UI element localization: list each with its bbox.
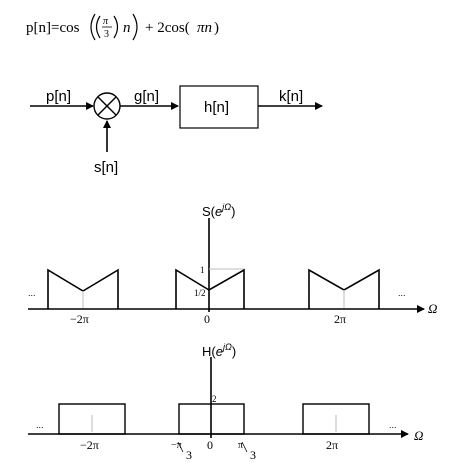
s-tick-minus-2pi: −2π bbox=[70, 312, 89, 326]
h-axis-label: H(ejΩ) bbox=[202, 342, 236, 359]
equation-lhs: p[n]=cos bbox=[26, 20, 80, 36]
h-level-label: 2 bbox=[212, 394, 217, 404]
h-dots-right: ... bbox=[389, 420, 397, 430]
s-omega-label: Ω bbox=[428, 301, 437, 316]
s-level-high-label: 1 bbox=[200, 265, 205, 275]
s-level-low-label: 1/2 bbox=[194, 288, 206, 298]
equation-pi-numerator: π bbox=[103, 16, 109, 27]
s-dots-left: ... bbox=[28, 288, 36, 298]
equation-three-denominator: 3 bbox=[104, 29, 109, 40]
h-omega-label: Ω bbox=[414, 428, 423, 443]
modulator-input-label: s[n] bbox=[94, 159, 118, 176]
h-cutoff-neg-denominator: 3 bbox=[186, 448, 192, 462]
s-spectrum-plot: S(ejΩ) Ω 1 1/2 ... ... −2π 0 2π bbox=[28, 202, 437, 326]
s-tick-2pi: 2π bbox=[334, 312, 346, 326]
s-dots-right: ... bbox=[398, 288, 406, 298]
h-cutoff-neg-numerator: −π bbox=[171, 440, 182, 451]
h-cutoff-pos-numerator: π bbox=[238, 440, 243, 451]
product-label: g[n] bbox=[134, 88, 159, 105]
equation-close: ) bbox=[214, 20, 219, 36]
filter-block bbox=[179, 85, 259, 129]
h-passband-minus-2pi bbox=[58, 403, 126, 435]
inner-paren-left bbox=[95, 15, 101, 39]
h-cutoff-pos-denominator: 3 bbox=[250, 448, 256, 462]
h-dots-left: ... bbox=[36, 420, 44, 430]
block-diagram: p[n] s[n] g[n] h[n] k[n] bbox=[30, 85, 323, 176]
h-spectrum-plot: H(ejΩ) Ω 2 ... ... −2π 0 2π −π 3 π 3 bbox=[28, 342, 423, 462]
multiplier-cross-b bbox=[97, 96, 117, 116]
input-label: p[n] bbox=[46, 88, 71, 105]
h-tick-minus-2pi: −2π bbox=[80, 438, 99, 452]
inner-paren-right bbox=[113, 15, 119, 39]
equation-pin: πn bbox=[197, 20, 212, 36]
h-tick-2pi: 2π bbox=[326, 438, 338, 452]
outer-paren-right bbox=[132, 13, 138, 41]
h-passband-2pi bbox=[302, 403, 370, 435]
outer-paren-left bbox=[90, 13, 96, 41]
equation-rest: + 2cos( bbox=[145, 20, 190, 36]
s-tick-0: 0 bbox=[204, 312, 210, 326]
s-axis-label: S(ejΩ) bbox=[202, 202, 235, 219]
h-cutoff-neg-slash bbox=[177, 441, 184, 453]
signal-equation: p[n]=cos π 3 n + 2cos( πn ) bbox=[26, 13, 219, 41]
h-passband-0 bbox=[178, 403, 245, 435]
s-replica-0 bbox=[175, 268, 245, 309]
filter-label: h[n] bbox=[204, 99, 229, 116]
h-cutoff-pos-slash bbox=[241, 441, 248, 453]
equation-n: n bbox=[123, 20, 131, 36]
h-tick-0: 0 bbox=[207, 438, 213, 452]
output-label: k[n] bbox=[279, 88, 303, 105]
